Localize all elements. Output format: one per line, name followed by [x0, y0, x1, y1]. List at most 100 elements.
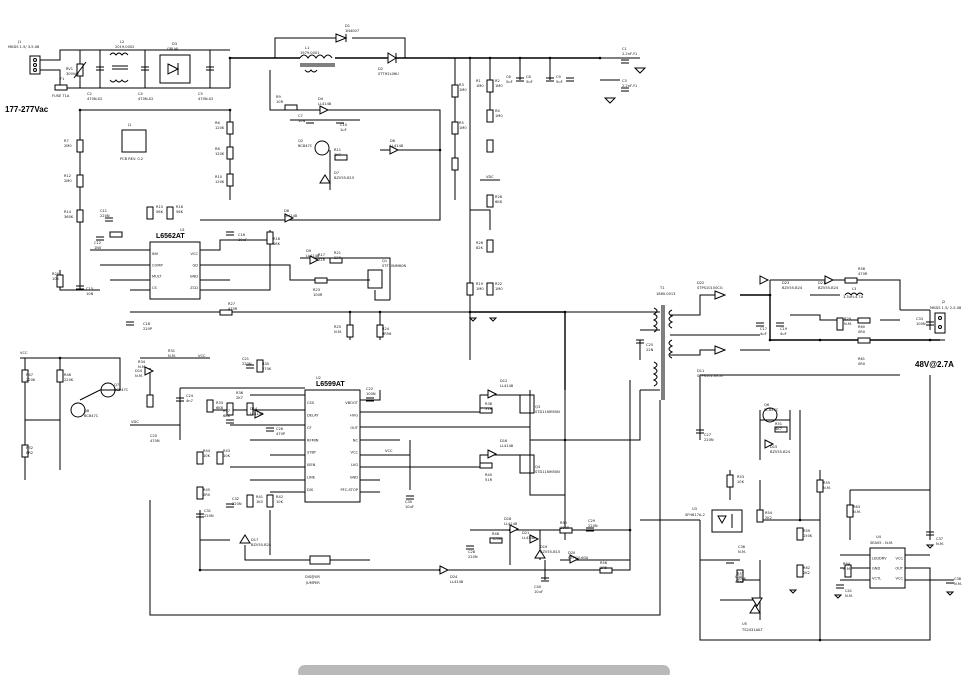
junction-dots — [58, 56, 932, 642]
component-ref: R38 — [485, 402, 493, 406]
component-ref: D23 — [782, 281, 789, 285]
chip-pin-label: CSS — [307, 401, 315, 405]
component-ref: R23 — [313, 288, 320, 292]
opto-ref: U3 — [692, 507, 697, 511]
component-value: BZV55-B15 — [540, 550, 560, 554]
component-ref: D22 — [697, 281, 704, 285]
l2-ref: L2 — [120, 40, 124, 44]
component-value: 470N — [150, 439, 160, 443]
component-ref: R54 — [765, 511, 773, 515]
component-value: 4K7 — [775, 427, 782, 431]
component-ref: D19 — [540, 545, 548, 549]
component-labels: D11N4007D2STTH2L06UC12.2nF-Y1C32.2nF-Y1R… — [26, 24, 962, 598]
chip-pin-label: CS — [152, 286, 158, 290]
component-value: LL4148 — [284, 214, 298, 218]
component-value: 10uF — [405, 505, 414, 509]
component-value: 220N — [588, 524, 598, 528]
component-ref: R47 — [26, 373, 33, 377]
component-value: 82K — [476, 246, 484, 250]
chip-u2-body — [304, 389, 361, 503]
component-value: N.M. — [135, 374, 143, 378]
component-ref: R43 — [223, 449, 230, 453]
vcc-net-label: VCC — [20, 351, 28, 355]
component-ref: R30 — [262, 362, 270, 366]
jumper-label: JUMPER — [305, 581, 320, 585]
component-value: N.M. — [853, 510, 861, 514]
chip-u4-body — [869, 547, 906, 589]
horizontal-scrollbar[interactable] — [298, 665, 670, 675]
component-ref: R46 — [64, 373, 72, 377]
wires — [20, 37, 950, 641]
chip-pin-label: COMP — [152, 263, 163, 267]
component-value: 2K7 — [236, 396, 243, 400]
component-ref: C38 — [954, 577, 962, 581]
component-value: 1K0 — [256, 500, 264, 504]
component-value: LL4148 — [390, 144, 404, 148]
component-ref: R2 — [495, 79, 500, 83]
component-ref: C9 — [556, 75, 562, 79]
component-value: 100K — [737, 577, 747, 581]
component-value: STPS10150CG — [697, 286, 723, 290]
output-connector-part: MKDS 1.5/ 2-5.08 — [930, 306, 962, 310]
component-ref: D11 — [697, 369, 704, 373]
chip-pin-label: VCC — [351, 451, 359, 455]
component-ref: C5 — [198, 92, 203, 96]
component-value: 10K — [52, 277, 60, 281]
component-value: 2K2 — [803, 571, 810, 575]
input-voltage-label: 177-277Vac — [5, 105, 49, 114]
component-value: 1M0 — [495, 287, 503, 291]
chip-pin-label: VBOOT — [345, 401, 359, 405]
component-value: 68K — [273, 242, 281, 246]
component-value: 100R — [492, 537, 502, 541]
component-value: 1M0 — [495, 84, 503, 88]
chip-u1-ref: U1 — [180, 228, 185, 232]
component-value: 22R — [318, 258, 326, 262]
component-value: LL4148 — [318, 102, 332, 106]
shunt-ref: U5 — [742, 622, 747, 626]
component-ref: Q4 — [535, 465, 541, 469]
component-ref: R9 — [276, 95, 281, 99]
fuse-ref: F1 — [60, 77, 64, 81]
component-value: STPS1L60A — [568, 556, 589, 560]
output-connector-ref: J2 — [941, 300, 945, 304]
component-ref: C12 — [94, 241, 101, 245]
fuse-value: FUSE T1A — [52, 94, 70, 98]
component-ref: C41 — [845, 589, 852, 593]
component-ref: D4 — [318, 97, 324, 101]
component-ref: D21 — [818, 281, 825, 285]
chip-pin-label: ISEN — [307, 463, 316, 467]
component-value: 120K — [215, 126, 225, 130]
component-value: N.M. — [334, 330, 342, 334]
component-ref: C7 — [298, 114, 303, 118]
component-value: 10uF — [534, 590, 543, 594]
component-ref: D15 — [770, 445, 777, 449]
chip-pin-label: CF — [307, 426, 312, 430]
component-ref: C28 — [468, 550, 476, 554]
component-ref: D10 — [135, 369, 143, 373]
component-ref: R19 — [476, 282, 484, 286]
output-rating-label: 48V@2.7A — [915, 360, 954, 369]
component-value: 10R — [276, 100, 284, 104]
component-ref: R41 — [256, 495, 263, 499]
component-ref: R18 — [273, 237, 281, 241]
component-value: STPS10150CG — [697, 374, 723, 378]
component-ref: C15 — [86, 287, 93, 291]
component-value: LL4148 — [306, 254, 320, 258]
component-ref: R17 — [318, 253, 325, 257]
component-value: 5uF — [526, 80, 533, 84]
component-ref: R20 — [52, 272, 60, 276]
chip-pin-label: MULT — [152, 275, 162, 279]
component-ref: Q3 — [535, 405, 540, 409]
component-value: N.M. — [138, 365, 146, 369]
chip-u2-pins: CSSDELAYCFRFMINSTBYISENLINEDISVBOOTHVGOU… — [307, 401, 359, 492]
component-ref: D9 — [306, 249, 312, 253]
component-value: 2M0 — [64, 144, 72, 148]
l2-part: 2019.0002 — [115, 45, 134, 49]
component-value: LL4148 — [500, 384, 514, 388]
component-ref: R63 — [853, 505, 860, 509]
component-ref: R5 — [459, 121, 464, 125]
component-ref: R28 — [495, 195, 503, 199]
component-ref: D8 — [284, 209, 290, 213]
